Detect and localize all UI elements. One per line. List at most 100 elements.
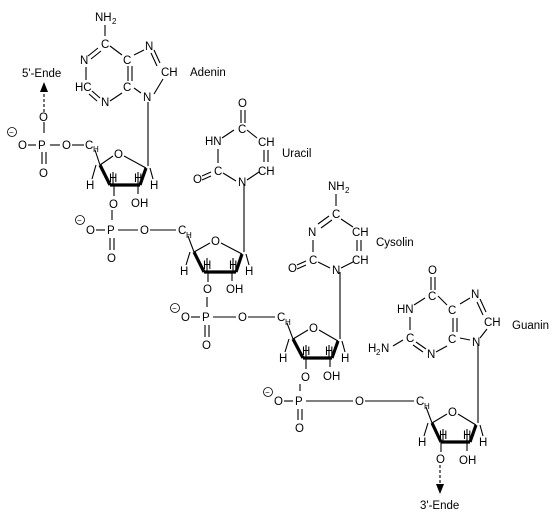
svg-text:H: H	[463, 430, 471, 442]
svg-text:H: H	[285, 318, 291, 327]
svg-text:C: C	[416, 396, 424, 408]
svg-text:H: H	[424, 402, 430, 411]
svg-text:C: C	[123, 82, 131, 94]
svg-text:O: O	[18, 140, 27, 152]
svg-text:O: O	[193, 174, 202, 186]
svg-text:N: N	[101, 97, 109, 109]
svg-text:O: O	[288, 263, 297, 275]
nucleotide-guanine: − O P O O C H O H H H	[263, 265, 549, 467]
svg-text:N: N	[238, 177, 246, 189]
svg-text:H: H	[203, 260, 211, 272]
nucleotide-cytosine: − O P O O C H O H H H	[170, 181, 414, 384]
svg-text:N: N	[472, 337, 480, 349]
svg-text:OH: OH	[459, 455, 476, 467]
svg-text:O: O	[274, 396, 283, 408]
svg-text:C: C	[123, 55, 131, 67]
ribose-ring-4: O H H H H O OH	[418, 345, 487, 467]
svg-text:C: C	[101, 39, 109, 51]
svg-text:NH: NH	[95, 12, 112, 24]
svg-text:N: N	[308, 227, 316, 239]
svg-text:H: H	[186, 231, 192, 240]
svg-text:C: C	[428, 291, 436, 303]
svg-text:C: C	[309, 255, 317, 267]
svg-text:H: H	[418, 437, 426, 449]
svg-text:H: H	[93, 145, 99, 154]
ribose-ring-3: O H H H H O OH	[279, 272, 349, 384]
svg-text:O: O	[107, 253, 116, 265]
svg-text:−: −	[9, 128, 14, 137]
svg-text:O: O	[202, 340, 211, 352]
svg-text:CH: CH	[258, 166, 275, 178]
svg-text:O: O	[211, 236, 220, 248]
cytosine-base: NH 2 C N C O N CH CH	[288, 181, 369, 277]
svg-text:HN: HN	[205, 136, 222, 148]
svg-text:CH: CH	[352, 255, 369, 267]
svg-text:C: C	[178, 225, 186, 237]
three-prime-arrow	[436, 465, 444, 494]
negative-charge-icon	[170, 303, 180, 313]
five-prime-arrow	[40, 82, 48, 112]
svg-text:H: H	[325, 346, 333, 358]
guanine-label: Guanin	[512, 320, 549, 332]
svg-text:N: N	[427, 349, 435, 361]
negative-charge-icon	[75, 215, 85, 225]
negative-charge-icon	[263, 387, 273, 397]
svg-text:N: N	[143, 92, 151, 104]
svg-text:CH: CH	[161, 67, 178, 79]
negative-charge-icon	[7, 127, 17, 137]
svg-text:O: O	[238, 312, 247, 324]
nucleotide-uracil: − O P O O C H O H H H	[75, 98, 311, 296]
svg-text:C: C	[448, 305, 456, 317]
svg-text:O: O	[86, 225, 95, 237]
ribose-ring-1: O H H H H O OH	[86, 102, 158, 211]
svg-text:OH: OH	[226, 284, 243, 296]
svg-text:N: N	[332, 265, 340, 277]
adenine-label: Adenin	[190, 67, 226, 79]
svg-text:H: H	[439, 430, 447, 442]
svg-text:2: 2	[112, 17, 117, 26]
svg-text:CH: CH	[258, 137, 275, 149]
svg-text:C: C	[448, 334, 456, 346]
svg-text:C: C	[277, 312, 285, 324]
svg-text:−: −	[265, 388, 270, 397]
svg-text:H: H	[302, 346, 310, 358]
five-prime-end-label: 5'-Ende	[22, 68, 61, 80]
svg-text:O: O	[309, 323, 318, 335]
phosphate-group-1: − O P O O O C H	[7, 112, 99, 180]
guanine-base: O C HN C H 2 N N C C N CH	[368, 265, 501, 361]
svg-text:N: N	[145, 41, 153, 53]
svg-text:OH: OH	[323, 371, 340, 383]
svg-text:C: C	[214, 166, 222, 178]
svg-text:−: −	[172, 304, 177, 313]
phosphate-group-3: − O P O O C H	[170, 297, 291, 352]
svg-text:2: 2	[376, 348, 381, 357]
svg-text:O: O	[301, 372, 310, 384]
svg-text:H: H	[229, 260, 237, 272]
svg-text:C: C	[406, 333, 414, 345]
svg-text:H: H	[245, 266, 253, 278]
phosphate-group-4: − O P O O C H	[263, 384, 430, 435]
svg-text:O: O	[181, 312, 190, 324]
svg-text:H: H	[341, 353, 349, 365]
uracil-base: O C HN C O N CH CH	[193, 98, 275, 189]
phosphate-group-2: − O P O O C H	[75, 210, 192, 265]
three-prime-end-label: 3'-Ende	[420, 500, 459, 512]
svg-text:HC: HC	[75, 82, 92, 94]
svg-text:CH: CH	[484, 317, 501, 329]
svg-text:O: O	[448, 407, 457, 419]
svg-text:H: H	[109, 173, 117, 185]
svg-text:N: N	[80, 55, 88, 67]
svg-text:O: O	[428, 265, 437, 277]
svg-text:CH: CH	[352, 227, 369, 239]
svg-text:2: 2	[345, 186, 350, 195]
svg-text:P: P	[295, 396, 303, 408]
ribose-ring-2: O H H H H O OH	[180, 184, 253, 296]
svg-text:H: H	[150, 180, 158, 192]
svg-text:P: P	[107, 225, 115, 237]
svg-text:O: O	[140, 225, 149, 237]
svg-text:H: H	[279, 353, 287, 365]
uracil-label: Uracil	[282, 148, 311, 160]
svg-text:O: O	[436, 454, 445, 466]
svg-text:O: O	[39, 112, 48, 124]
